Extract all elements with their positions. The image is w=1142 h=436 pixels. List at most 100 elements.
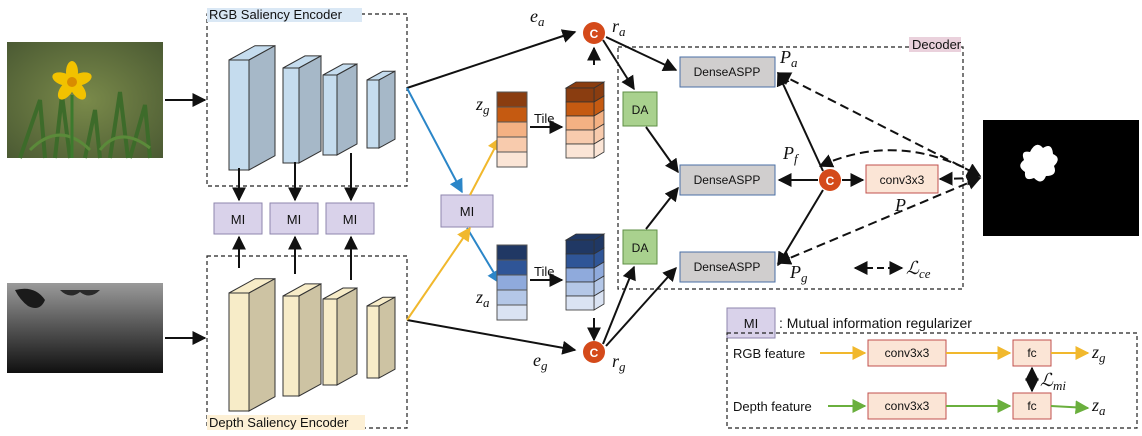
mi-box-3: MI — [325, 202, 375, 235]
tiled-zg-stack — [564, 81, 606, 159]
tile-bottom-layer-5 — [565, 289, 605, 311]
ea-label: ea — [530, 6, 545, 29]
depth-input-image — [7, 283, 163, 373]
rg-to-da-bottom — [602, 265, 636, 345]
svg-text:MI: MI — [744, 316, 758, 331]
rgb-encoder-blocks — [228, 44, 396, 171]
output-saliency-map — [983, 120, 1139, 236]
zg-cell-3 — [496, 121, 528, 138]
svg-text:DA: DA — [632, 241, 649, 255]
legend-zg: zg — [1091, 342, 1106, 365]
ra-label: ra — [612, 16, 626, 39]
tile-bottom-layer-4 — [565, 275, 605, 297]
rgb-block-3 — [322, 63, 358, 156]
za-cell-4 — [496, 289, 528, 306]
ce-loss-arrows — [776, 72, 982, 265]
rgb-block-2 — [282, 55, 322, 164]
conv3x3-decoder: conv3x3 — [865, 164, 939, 194]
depth-to-mi-arrow — [406, 226, 471, 321]
zg-cell-4 — [496, 136, 528, 153]
zg-vector — [496, 91, 528, 168]
eg-arrow — [406, 319, 577, 355]
dense-aspp-middle: DenseASPP — [679, 164, 776, 196]
svg-text:fc: fc — [1027, 399, 1036, 413]
pa-label: Pa — [779, 47, 798, 70]
concat-top: C — [583, 22, 605, 44]
za-cell-5 — [496, 304, 528, 321]
tile-top-layer-5 — [565, 137, 605, 159]
za-cell-2 — [496, 259, 528, 276]
depth-block-3 — [322, 287, 358, 386]
svg-text:MI: MI — [460, 204, 474, 219]
da-top-to-dense-mid — [645, 126, 679, 174]
svg-text:C: C — [590, 27, 599, 41]
legend-box — [726, 332, 1138, 429]
svg-text:MI: MI — [287, 212, 301, 227]
svg-text:conv3x3: conv3x3 — [880, 173, 925, 187]
legend-conv-depth: conv3x3 — [867, 392, 947, 420]
depth-encoder-label: Depth Saliency Encoder — [209, 415, 349, 430]
rgb-encoder-label-bg — [207, 8, 362, 22]
tile-top-layer-1 — [564, 81, 606, 103]
svg-text:ℒce: ℒce — [906, 258, 931, 281]
depth-block-1 — [228, 277, 276, 412]
svg-text:DenseASPP: DenseASPP — [694, 173, 761, 187]
ra-to-dense-top — [605, 36, 678, 71]
rgb-encoder-label: RGB Saliency Encoder — [209, 7, 343, 22]
rgb-input-image — [7, 42, 163, 159]
svg-text:fc: fc — [1027, 346, 1036, 360]
eg-label: eg — [533, 350, 548, 373]
tile-top-layer-4 — [565, 123, 605, 145]
za-label: za — [475, 287, 490, 310]
za-cell-1 — [496, 244, 528, 261]
svg-text:conv3x3: conv3x3 — [885, 346, 930, 360]
dense-aspp-top: DenseASPP — [679, 56, 776, 88]
legend-za: za — [1091, 395, 1106, 418]
dense-aspp-bottom: DenseASPP — [679, 251, 776, 283]
da-bottom-to-dense-mid — [645, 186, 679, 230]
zg-label: zg — [475, 94, 490, 117]
svg-text:C: C — [826, 174, 835, 188]
mi-box-2: MI — [269, 202, 319, 235]
svg-text:DenseASPP: DenseASPP — [694, 65, 761, 79]
tile-label-top: Tile — [534, 111, 554, 126]
mi-to-za-arrow — [466, 227, 501, 285]
tiled-za-stack — [564, 233, 606, 311]
rg-label: rg — [612, 351, 626, 374]
legend-fc-rgb: fc — [1012, 339, 1052, 367]
concat-decoder: C — [819, 169, 841, 191]
za-vector — [496, 244, 528, 321]
ra-to-da-top — [602, 39, 635, 91]
depth-encoder-label-bg — [207, 415, 365, 430]
rgb-to-mi-arrow — [406, 87, 463, 194]
ce-legend: ℒce — [853, 258, 931, 281]
mi-box-1: MI — [213, 202, 263, 235]
zg-cell-5 — [496, 151, 528, 168]
tile-top-layer-2 — [565, 95, 605, 117]
decoder-label: Decoder — [912, 37, 962, 52]
svg-text:DA: DA — [632, 103, 649, 117]
depth-block-2 — [282, 283, 322, 397]
svg-text:conv3x3: conv3x3 — [885, 399, 930, 413]
tile-label-bottom: Tile — [534, 264, 554, 279]
svg-text:MI: MI — [343, 212, 357, 227]
rgb-block-4 — [366, 70, 396, 149]
svg-text:DenseASPP: DenseASPP — [694, 260, 761, 274]
svg-text:MI: MI — [231, 212, 245, 227]
mi-box-central: MI — [440, 194, 494, 228]
da-box-top: DA — [622, 91, 658, 127]
legend-conv-rgb: conv3x3 — [867, 339, 947, 367]
zg-cell-2 — [496, 106, 528, 123]
concat-to-dense-bottom — [777, 189, 824, 267]
legend-depth-arrow-3 — [1050, 400, 1090, 415]
tile-bottom-layer-2 — [565, 247, 605, 269]
legend-mi-desc: : Mutual information regularizer — [779, 315, 972, 331]
svg-text:C: C — [590, 346, 599, 360]
pf-label: Pf — [782, 143, 800, 166]
rgb-block-1 — [228, 44, 276, 171]
depth-encoder-blocks — [228, 277, 396, 412]
rg-to-dense-bottom — [605, 266, 677, 347]
legend-mi: MI : Mutual information regularizer — [726, 307, 972, 339]
